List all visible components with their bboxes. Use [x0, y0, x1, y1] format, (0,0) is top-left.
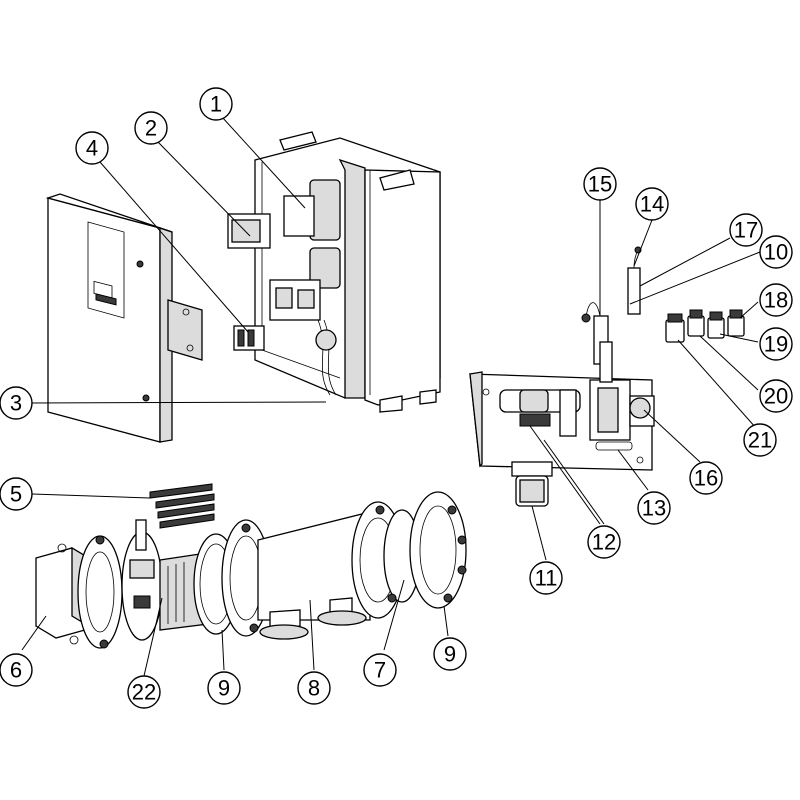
- callout-11-label: 11: [535, 566, 558, 591]
- flange-bolts: [95, 505, 467, 649]
- callouts: 1 2 3 4 5 6 7 8: [0, 87, 793, 709]
- callout-15-label: 15: [588, 172, 612, 197]
- callout-14[interactable]: 14: [635, 187, 669, 221]
- callout-8-label: 8: [308, 676, 320, 701]
- callout-9-left[interactable]: 9: [207, 671, 241, 705]
- callout-6[interactable]: 6: [0, 653, 33, 687]
- callout-22[interactable]: 22: [127, 675, 161, 709]
- callout-13[interactable]: 13: [637, 491, 671, 525]
- callout-9-right[interactable]: 9: [433, 637, 467, 671]
- callout-9-right-label: 9: [444, 642, 456, 667]
- callout-20[interactable]: 20: [759, 379, 793, 413]
- callout-19[interactable]: 19: [759, 327, 793, 361]
- callout-4[interactable]: 4: [75, 131, 109, 165]
- callout-10[interactable]: 10: [759, 235, 793, 269]
- callout-21-label: 21: [748, 428, 772, 453]
- cabinet-door: [45, 193, 203, 443]
- callout-10-label: 10: [764, 240, 788, 265]
- callout-22-label: 22: [132, 680, 156, 705]
- callout-16-label: 16: [694, 466, 718, 491]
- callout-1[interactable]: 1: [199, 87, 233, 121]
- calibration-bottles: [665, 309, 745, 343]
- cell-assembly: [35, 491, 467, 649]
- callout-5-label: 5: [10, 482, 22, 507]
- callout-2[interactable]: 2: [134, 111, 168, 145]
- callout-6-label: 6: [10, 658, 22, 683]
- callout-7[interactable]: 7: [363, 653, 397, 687]
- callout-15[interactable]: 15: [583, 167, 617, 201]
- callout-8[interactable]: 8: [297, 671, 331, 705]
- callout-3[interactable]: 3: [0, 386, 33, 420]
- callout-4-label: 4: [86, 136, 98, 161]
- callout-9-left-label: 9: [218, 676, 230, 701]
- callout-14-label: 14: [640, 192, 664, 217]
- callout-17[interactable]: 17: [729, 213, 763, 247]
- callout-19-label: 19: [764, 332, 788, 357]
- callout-12-label: 12: [592, 530, 616, 555]
- callout-18[interactable]: 18: [759, 283, 793, 317]
- callout-3-label: 3: [10, 391, 22, 416]
- callout-1-label: 1: [210, 92, 222, 117]
- bolt-set: [149, 483, 215, 529]
- cabinet-body: [227, 131, 441, 413]
- callout-18-label: 18: [764, 288, 788, 313]
- probe-panel: [469, 246, 655, 471]
- filter: [511, 461, 553, 507]
- callout-12[interactable]: 12: [587, 525, 621, 559]
- callout-20-label: 20: [764, 384, 788, 409]
- callout-13-label: 13: [642, 496, 666, 521]
- callout-17-label: 17: [734, 218, 758, 243]
- callout-7-label: 7: [374, 658, 386, 683]
- callout-11[interactable]: 11: [529, 561, 563, 595]
- leader-lines: [21, 116, 761, 677]
- callout-21[interactable]: 21: [743, 423, 777, 457]
- callout-2-label: 2: [145, 116, 157, 141]
- callout-5[interactable]: 5: [0, 477, 33, 511]
- callout-16[interactable]: 16: [689, 461, 723, 495]
